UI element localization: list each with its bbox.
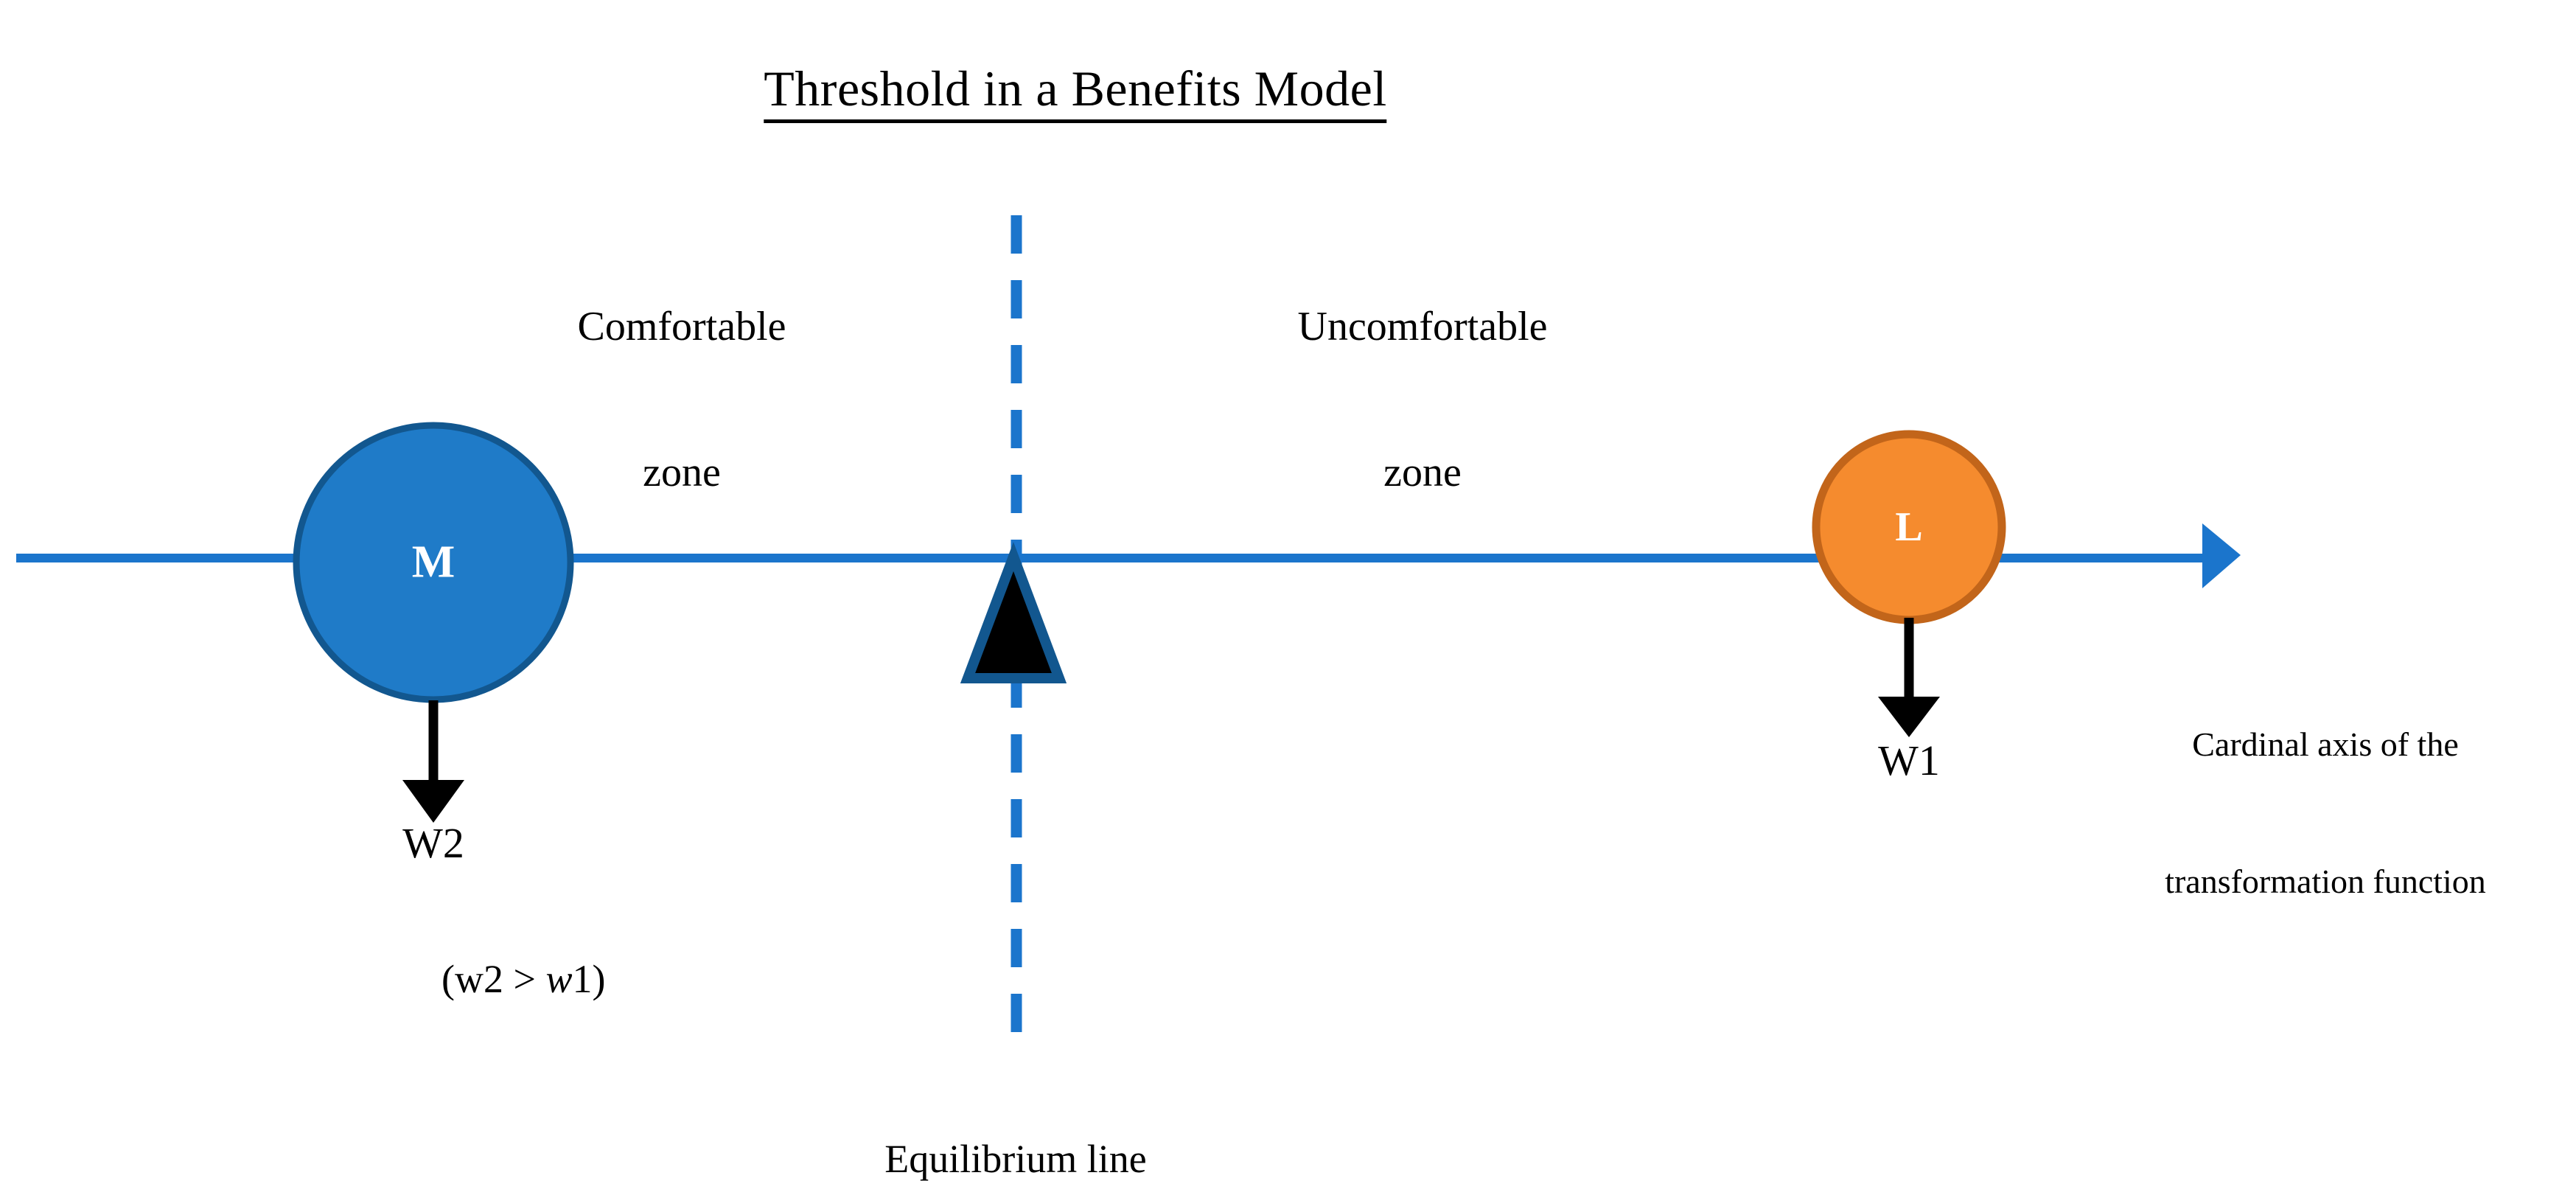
node-label-l: L xyxy=(1895,504,1923,550)
uncomfortable-zone-line1: Uncomfortable xyxy=(1297,304,1548,350)
right-arrow-icon xyxy=(2202,523,2241,588)
axis-caption-line2: transformation function xyxy=(2165,863,2486,901)
node-circle-m[interactable] xyxy=(293,422,574,703)
uncomfortable-zone-line2: zone xyxy=(1383,450,1462,496)
axis-caption-line1: Cardinal axis of the xyxy=(2192,725,2459,764)
cardinal-axis-caption: Cardinal axis of the transformation func… xyxy=(2165,630,2486,997)
weight-note-italic: w xyxy=(545,957,573,1002)
equilibrium-caption-line1: Equilibrium line xyxy=(884,1136,1147,1181)
page-title: Threshold in a Benefits Model xyxy=(712,4,1387,179)
weight-label-w2: W2 xyxy=(402,819,464,867)
uncomfortable-zone-label: Uncomfortable zone xyxy=(1298,205,1548,595)
page-title-text: Threshold in a Benefits Model xyxy=(764,60,1387,124)
equilibrium-line-caption: Equilibrium line (The threshold) xyxy=(884,1038,1146,1181)
triangle-marker-icon xyxy=(960,542,1067,683)
w2-arrow xyxy=(402,700,464,823)
down-arrow-icon xyxy=(1878,697,1940,737)
weight-label-w1: W1 xyxy=(1878,736,1940,784)
w1-arrow xyxy=(1878,618,1940,737)
down-arrow-icon xyxy=(402,780,464,823)
weight-note-open: (w2 > xyxy=(441,957,546,1002)
weight-note-close: 1) xyxy=(572,957,606,1002)
comfortable-zone-line1: Comfortable xyxy=(577,304,786,350)
comfortable-zone-line2: zone xyxy=(643,450,721,496)
node-label-m: M xyxy=(411,537,455,588)
weight-comparison-note: (w2 > w1) xyxy=(402,913,605,1046)
comfortable-zone-label: Comfortable zone xyxy=(577,205,786,595)
